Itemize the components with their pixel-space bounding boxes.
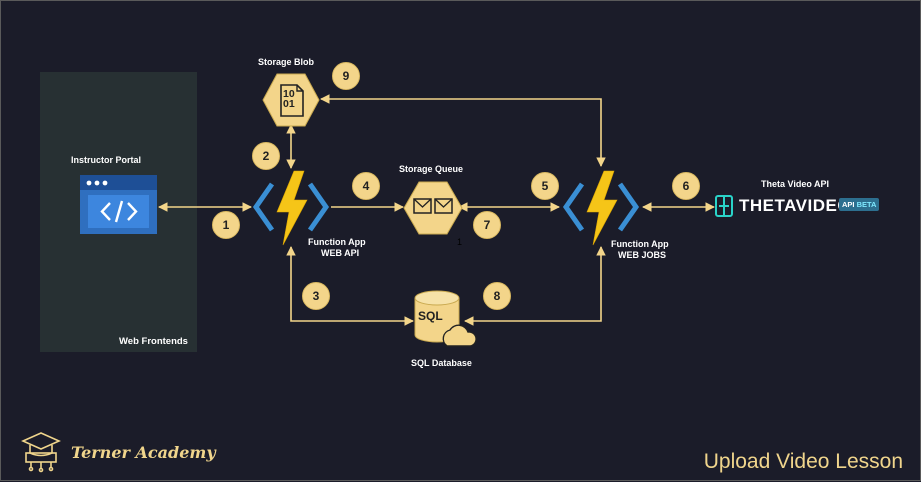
connector-webapi-sql [286, 246, 414, 326]
step-badge-7: 7 [473, 211, 501, 239]
connector-sql-webjobs [464, 246, 606, 326]
storage-queue-label: Storage Queue [399, 164, 464, 174]
blob-bits-text: 10 01 [283, 88, 295, 110]
database-icon [414, 290, 477, 347]
connector-webjobs-blob [320, 94, 606, 167]
storage-queue-tick: 1 [457, 237, 463, 247]
step-badge-3: 3 [302, 282, 330, 310]
beta-tag-text: BETA [856, 200, 877, 209]
function-web-jobs-line1: Function App [611, 239, 669, 249]
function-web-api-line2: WEB API [321, 248, 360, 258]
step-badge-2: 2 [252, 142, 280, 170]
instructor-portal-label: Instructor Portal [71, 155, 142, 165]
function-web-api-line1: Function App [308, 237, 366, 247]
function-bolt-icon [562, 170, 640, 246]
step-badge-8: 8 [483, 282, 511, 310]
storage-blob-label: Storage Blob [258, 57, 315, 67]
page-title: Upload Video Lesson [703, 450, 903, 473]
sql-database-label: SQL Database [411, 358, 472, 368]
step-badge-6: 6 [672, 172, 700, 200]
browser-code-icon [80, 175, 157, 234]
api-beta-tag: API BETA [839, 198, 880, 211]
api-tag-text: API [842, 200, 855, 209]
step-badge-1: 1 [212, 211, 240, 239]
terner-academy-logo-icon [21, 432, 61, 473]
thetavideo-logo-text: THETAVIDEO [739, 196, 852, 215]
web-frontends-label: Web Frontends [119, 336, 188, 347]
theta-video-api-label: Theta Video API [761, 179, 830, 189]
theta-logo-icon [715, 195, 733, 217]
function-bolt-icon [252, 170, 330, 246]
step-badge-4: 4 [352, 172, 380, 200]
connectors [158, 94, 715, 326]
function-web-jobs-line2: WEB JOBS [618, 250, 667, 260]
sql-icon-text: SQL [418, 309, 443, 323]
step-badge-9: 9 [332, 62, 360, 90]
queue-icon [403, 181, 463, 235]
brand-name: Terner Academy [71, 443, 216, 462]
blob-icon [262, 73, 320, 127]
step-badge-5: 5 [531, 172, 559, 200]
